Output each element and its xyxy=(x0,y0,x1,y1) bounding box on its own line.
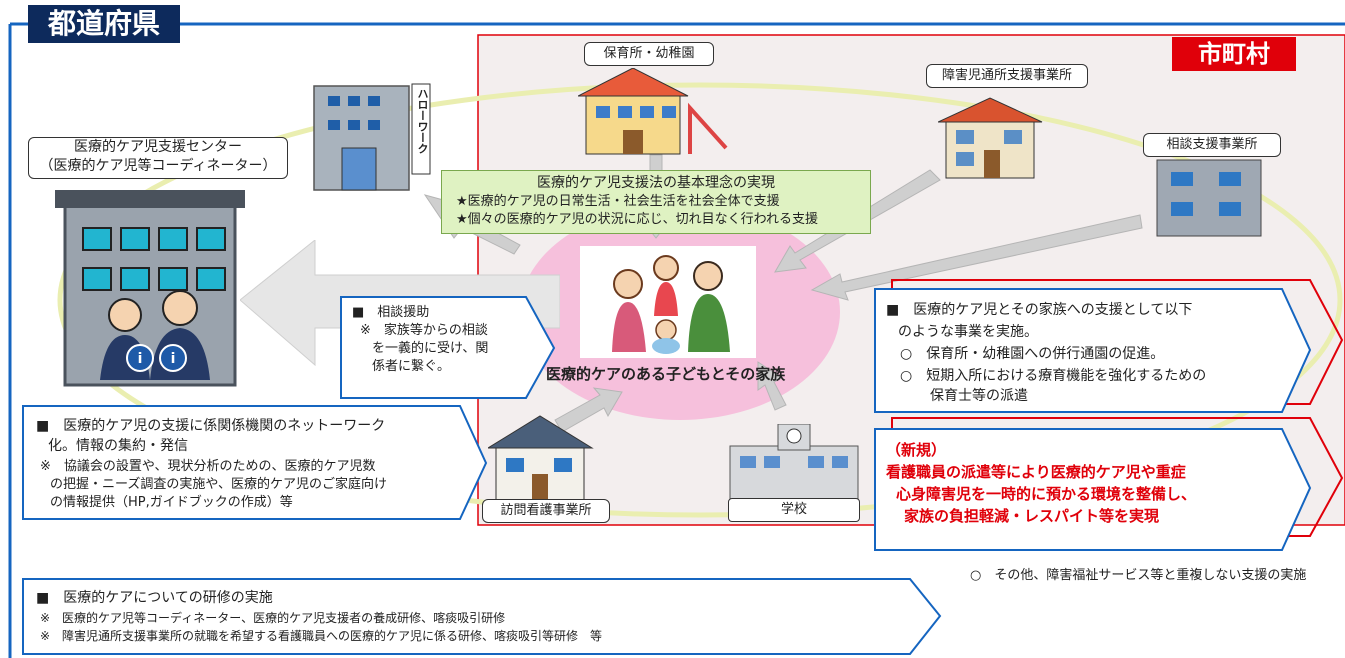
consult-box-title: ■ 相談援助 xyxy=(352,305,430,320)
principle-item1: ★医療的ケア児の日常生活・社会生活を社会全体で支援 xyxy=(456,194,780,209)
support-center-label: 医療的ケア児支援センター （医療的ケア児等コーディネーター） xyxy=(28,137,288,179)
consult-office-building xyxy=(1156,159,1262,237)
svg-text:i: i xyxy=(138,351,143,367)
support-center-building: i i xyxy=(55,190,245,387)
network-box-shape xyxy=(22,405,488,520)
school-label: 学校 xyxy=(728,498,860,522)
network-box-line1: ■ 医療的ケア児の支援に係関係機関のネットーワーク xyxy=(36,418,386,434)
consult-office-label: 相談支援事業所 xyxy=(1143,133,1281,157)
support-box-shape xyxy=(874,288,1312,413)
support-box-line4: ○ 短期入所における療育機能を強化するための xyxy=(900,368,1207,384)
municipality-tag: 市町村 xyxy=(1172,37,1296,71)
visiting-nurse-label: 訪問看護事業所 xyxy=(482,499,610,523)
support-center-line2: （医療的ケア児等コーディネーター） xyxy=(39,158,277,174)
principle-title: 医療的ケア児支援法の基本理念の実現 xyxy=(537,175,775,191)
network-box-line5: の情報提供（HP,ガイドブックの作成）等 xyxy=(50,495,293,510)
new-box-line2: 看護職員の派遣等により医療的ケア児や重症 xyxy=(886,463,1186,481)
principle-item2: ★個々の医療的ケア児の状況に応じ、切れ目なく行われる支援 xyxy=(456,212,819,227)
new-box-line3: 心身障害児を一時的に預かる環境を整備し、 xyxy=(896,485,1197,503)
support-box-line1: ■ 医療的ケア児とその家族への支援として以下 xyxy=(886,302,1193,318)
consult-box-line3: 係者に繋ぐ。 xyxy=(372,359,451,374)
disability-day-label: 障害児通所支援事業所 xyxy=(926,64,1088,88)
training-box-line1: ■ 医療的ケアについての研修の実施 xyxy=(36,590,273,606)
training-box-shape xyxy=(22,578,942,655)
hellowork-sign-text: ハローワーク xyxy=(416,88,429,154)
nursery-label: 保育所・幼稚園 xyxy=(584,42,714,66)
nursery-building xyxy=(578,68,728,155)
family-illustration xyxy=(580,246,756,358)
support-box-line3: ○ 保育所・幼稚園への併行通園の促進。 xyxy=(900,346,1165,362)
new-box-shape xyxy=(874,428,1312,551)
support-box-line2: のような事業を実施。 xyxy=(898,324,1038,340)
consult-box-line1: ※ 家族等からの相談 xyxy=(360,323,488,338)
new-box-line4: 家族の負担軽減・レスパイト等を実現 xyxy=(904,507,1160,525)
support-box-line5: 保育士等の派遣 xyxy=(930,388,1028,404)
family-label: 医療的ケアのある子どもとその家族 xyxy=(546,365,786,383)
school-building xyxy=(729,424,859,502)
consult-box-shape xyxy=(340,296,556,399)
visiting-nurse-building xyxy=(488,415,594,501)
network-box-line2: 化。情報の集約・発信 xyxy=(48,438,188,454)
new-box-line1: （新規） xyxy=(886,441,947,459)
support-center-line1: 医療的ケア児支援センター xyxy=(74,139,242,155)
hellowork-building xyxy=(313,83,431,191)
training-box-line2: ※ 医療的ケア児等コーディネーター、医療的ケア児支援者の養成研修、喀痰吸引研修 xyxy=(40,611,506,625)
network-ring xyxy=(57,82,1343,518)
consult-box-line2: を一義的に受け、関 xyxy=(372,341,489,356)
network-box-line4: の把握・ニーズ調査の実施や、医療的ケア児のご家庭向け xyxy=(50,477,387,492)
training-box-line3: ※ 障害児通所支援事業所の就職を希望する看護職員への医療的ケア児に係る研修、喀痰… xyxy=(40,629,603,643)
prefecture-tag: 都道府県 xyxy=(28,5,180,43)
svg-text:i: i xyxy=(171,351,176,367)
network-box-line3: ※ 協議会の設置や、現状分析のための、医療的ケア児数 xyxy=(40,459,376,474)
disability-day-building xyxy=(938,97,1043,179)
principle-box: 医療的ケア児支援法の基本理念の実現 ★医療的ケア児の日常生活・社会生活を社会全体… xyxy=(441,170,871,234)
other-note: ○ その他、障害福祉サービス等と重複しない支援の実施 xyxy=(970,568,1307,583)
